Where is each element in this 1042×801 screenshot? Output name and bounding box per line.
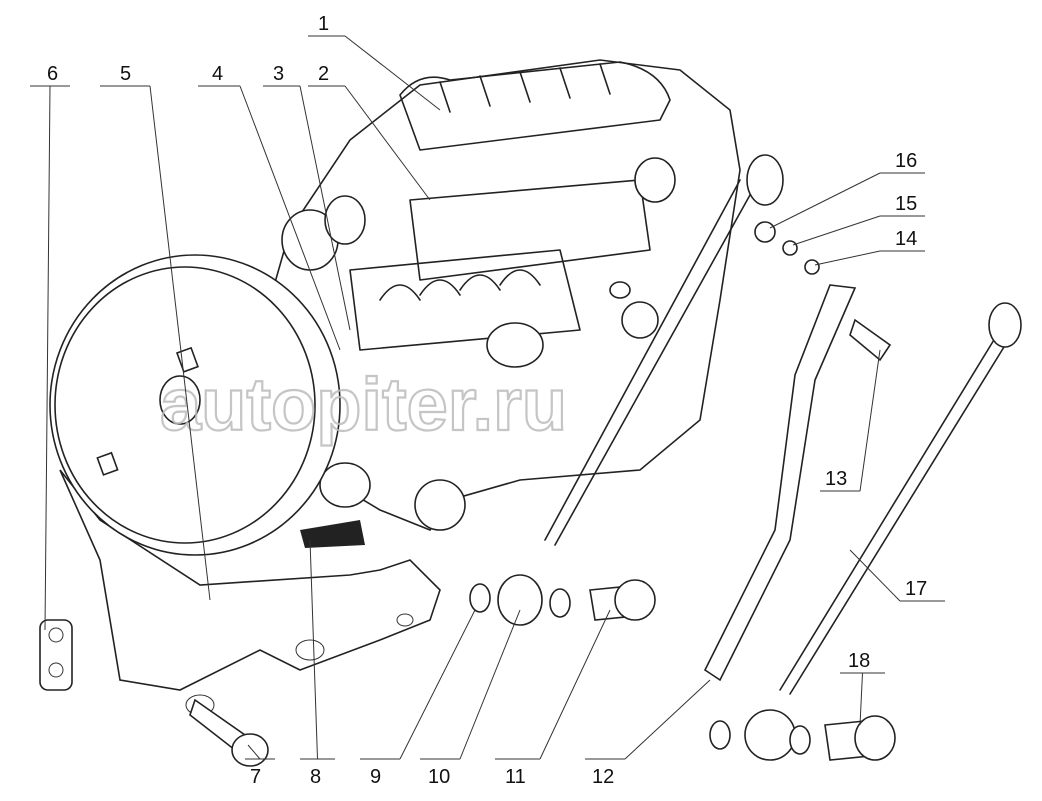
leader-line-12 [585, 679, 711, 760]
callout-1: 1 [318, 13, 329, 35]
callout-15: 15 [895, 193, 917, 215]
leader-line-15 [792, 215, 925, 246]
callout-18: 18 [848, 650, 870, 672]
gasket [300, 520, 365, 548]
fuel-line-10 [469, 154, 784, 626]
leader-line-6 [30, 85, 70, 631]
leader-line-4 [198, 85, 341, 351]
bolt-13 [849, 318, 892, 362]
leader-line-1 [308, 35, 441, 111]
banjo-bolt-18 [824, 715, 896, 761]
washer-15 [782, 240, 798, 256]
callout-13: 13 [825, 468, 847, 490]
callout-14: 14 [895, 228, 917, 250]
injection-pump [269, 59, 741, 531]
drive-pulley [49, 254, 341, 556]
callout-6: 6 [47, 63, 58, 85]
callout-8: 8 [310, 766, 321, 788]
callout-12: 12 [592, 766, 614, 788]
callout-2: 2 [318, 63, 329, 85]
leader-line-14 [814, 250, 925, 266]
washer-16 [754, 221, 776, 243]
leader-line-2 [308, 85, 431, 201]
nut-14 [804, 259, 820, 275]
mounting-bracket [39, 469, 441, 716]
leader-line-17 [849, 549, 945, 602]
leader-line-5 [100, 85, 211, 601]
callout-9: 9 [370, 766, 381, 788]
leader-line-3 [263, 85, 351, 331]
callout-16: 16 [895, 150, 917, 172]
callout-7: 7 [250, 766, 261, 788]
callout-10: 10 [428, 766, 450, 788]
leader-line-7 [245, 744, 275, 760]
leader-line-13 [820, 349, 881, 492]
leader-line-11 [495, 609, 611, 760]
callout-5: 5 [120, 63, 131, 85]
watermark: autopiter.ru [160, 363, 567, 446]
banjo-bolt-11 [589, 579, 656, 621]
callout-11: 11 [505, 766, 526, 788]
leader-line-10 [420, 609, 521, 760]
fuel-line-17 [709, 302, 1022, 761]
strap-12 [703, 284, 857, 682]
leader-line-16 [769, 172, 925, 229]
callout-4: 4 [212, 63, 223, 85]
callout-3: 3 [273, 63, 284, 85]
leader-line-8 [300, 539, 335, 760]
leader-line-9 [360, 609, 476, 760]
leader-line-18 [840, 672, 885, 726]
callout-17: 17 [905, 578, 927, 600]
bolt-7 [189, 698, 269, 767]
